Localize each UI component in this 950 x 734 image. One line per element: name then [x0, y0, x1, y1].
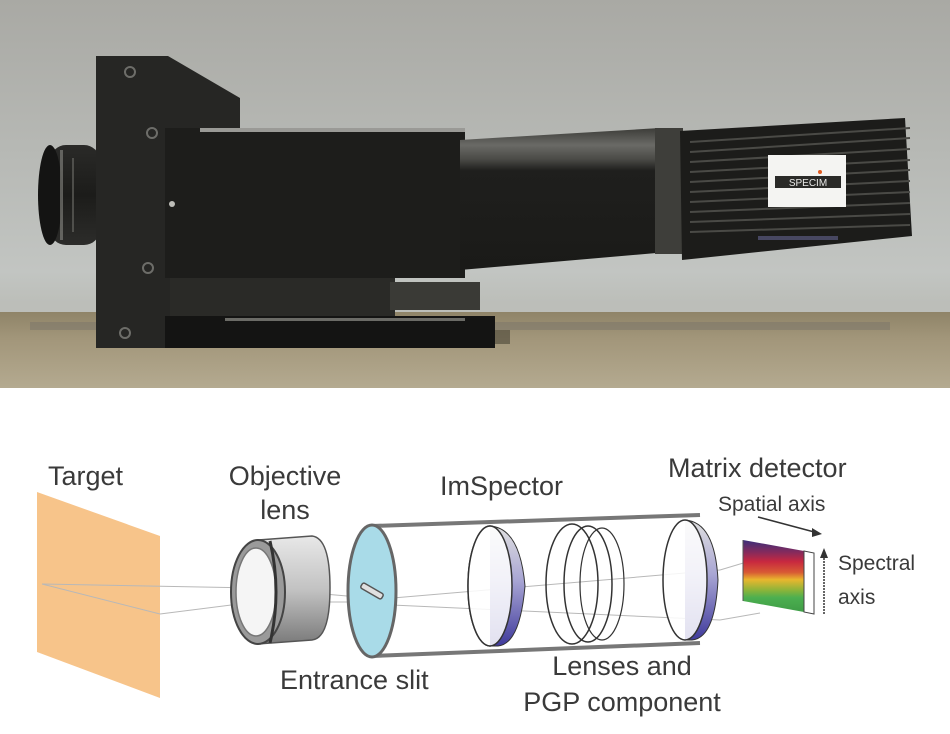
- spectral-axis-label-line1: Spectral: [838, 552, 916, 575]
- matrix-detector: [742, 540, 815, 615]
- brand-label: SPECIM: [768, 155, 846, 207]
- spatial-axis-arrow: [757, 516, 822, 537]
- pgp-component: [545, 523, 625, 645]
- spectral-axis-label-line2: axis: [838, 586, 876, 609]
- imspector-tube: [460, 128, 668, 270]
- camera-photo: SPECIM: [0, 0, 950, 388]
- matrix-detector-label: Matrix detector: [668, 453, 847, 483]
- spatial-axis-label: Spatial axis: [718, 493, 826, 516]
- entrance-slit-label: Entrance slit: [280, 665, 429, 695]
- base-rail: [165, 316, 495, 348]
- lenses-pgp-label-line1: Lenses and: [552, 651, 692, 681]
- camera-photo-illustration: SPECIM: [0, 56, 950, 388]
- objective-lens: [230, 535, 331, 645]
- objective-lens-label-line2: lens: [260, 495, 310, 525]
- spectral-axis-arrow: [820, 548, 828, 614]
- lens-1: [467, 525, 526, 647]
- optical-path-diagram: Target Objective lens ImSpector Matrix d…: [0, 388, 950, 734]
- objective-lens-label-line1: Objective: [228, 461, 342, 491]
- target-plane: [37, 492, 160, 698]
- spectrograph-body: [165, 128, 465, 278]
- imspector-label: ImSpector: [440, 471, 564, 501]
- lenses-pgp-label-line2: PGP component: [523, 687, 721, 717]
- camera-lens: [38, 145, 100, 245]
- entrance-slit: [346, 523, 398, 659]
- target-label: Target: [48, 461, 124, 491]
- lens-2: [662, 519, 719, 641]
- imspector-tube: [371, 513, 701, 658]
- optical-path-illustration: [37, 492, 828, 698]
- svg-text:SPECIM: SPECIM: [789, 178, 827, 189]
